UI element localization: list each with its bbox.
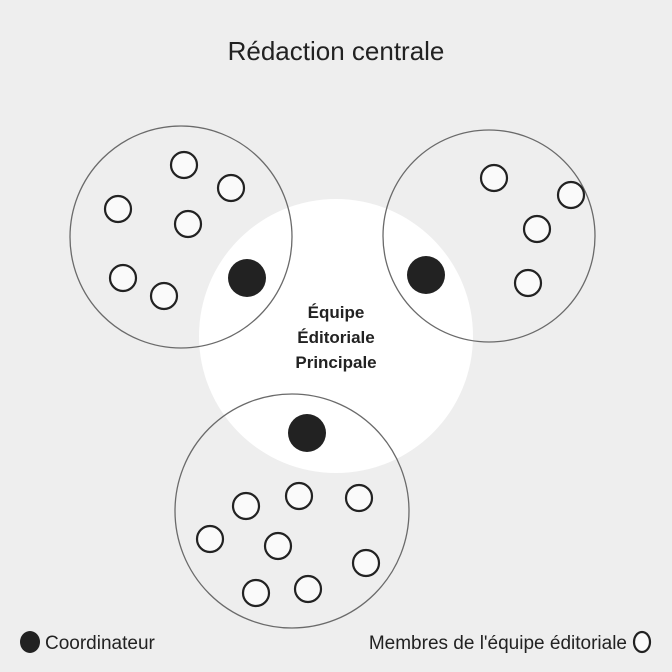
group-boundary: [69, 125, 293, 349]
member-node: [195, 524, 225, 554]
coordinator-node: [407, 256, 445, 294]
member-node: [108, 263, 138, 293]
member-node: [231, 491, 261, 521]
legend-coordinator-label: Coordinateur: [45, 633, 156, 654]
group-boundary: [382, 129, 596, 343]
member-node: [216, 173, 246, 203]
member-node: [241, 578, 271, 608]
member-node: [293, 574, 323, 604]
member-node: [284, 481, 314, 511]
group-right: [382, 129, 596, 343]
coordinator-node: [288, 414, 326, 452]
member-node: [103, 194, 133, 224]
member-node: [173, 209, 203, 239]
member-node: [522, 214, 552, 244]
member-node: [513, 268, 543, 298]
legend-members-label: Membres de l'équipe éditoriale: [369, 633, 627, 654]
member-node: [263, 531, 293, 561]
member-node: [149, 281, 179, 311]
member-node: [479, 163, 509, 193]
coordinator-legend-icon: [20, 631, 40, 653]
member-node: [169, 150, 199, 180]
core-label-line-2: Éditoriale: [297, 328, 374, 347]
core-label-line-1: Équipe: [308, 303, 365, 322]
core-team-circle: [199, 199, 473, 473]
member-legend-icon: [632, 630, 652, 654]
group-bottom: [174, 393, 410, 629]
group-left: [69, 125, 293, 349]
coordinator-node: [228, 259, 266, 297]
core-label-line-3: Principale: [295, 353, 376, 372]
group-boundary: [174, 393, 410, 629]
legend: Coordinateur Membres de l'équipe éditori…: [20, 630, 652, 654]
member-node: [344, 483, 374, 513]
member-node: [351, 548, 381, 578]
member-node: [556, 180, 586, 210]
diagram-title: Rédaction centrale: [228, 36, 445, 66]
